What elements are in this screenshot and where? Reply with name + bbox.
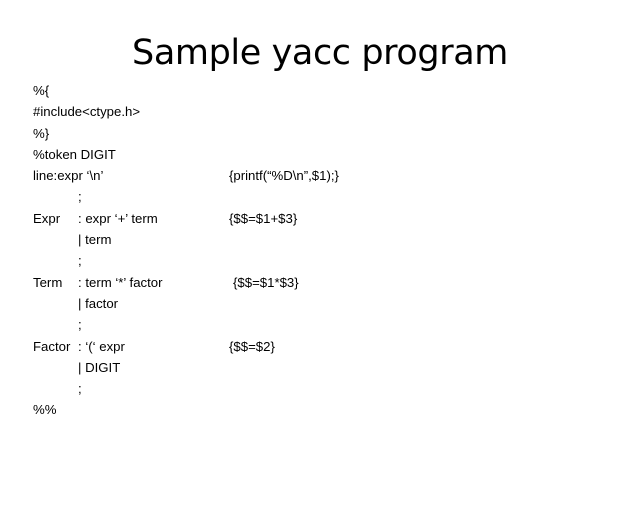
code-line: %} [33,123,593,144]
code-line-rule: : expr ‘+’ term [78,210,158,226]
code-line-label: Term [33,274,63,290]
code-line-label: %{ [33,83,50,98]
code-line-action: {$$=$2} [229,338,275,354]
code-line: | DIGIT [33,357,593,378]
code-line: line:expr ‘\n’ {printf(“%D\n”,$1);} [33,165,593,186]
code-line-rule: : term ‘*’ factor [78,274,163,290]
code-line-action: {printf(“%D\n”,$1);} [229,168,339,184]
code-line: ; [33,314,593,335]
code-line-rule: ; [78,381,82,397]
code-line-action: {$$=$1+$3} [229,210,298,226]
code-line-label: %token DIGIT [33,146,116,162]
code-line: %token DIGIT [33,144,593,165]
code-line: %% [33,399,593,420]
code-line: Term : term ‘*’ factor {$$=$1*$3} [33,272,593,293]
page-title: Sample yacc program [132,33,508,73]
code-line: ; [33,186,593,207]
code-line-label: %} [33,125,50,141]
code-line-label: line:expr ‘\n’ [33,168,104,184]
code-line-label: %% [33,402,57,418]
code-line-rule: | DIGIT [78,359,121,375]
code-block: %{ #include<ctype.h> %} %token DIGIT lin… [33,80,593,421]
code-line-rule: | term [78,232,112,248]
code-line: Factor : ‘(‘ expr {$$=$2} [33,336,593,357]
code-line-rule: : ‘(‘ expr [78,338,125,354]
code-line-rule: ; [78,317,82,333]
code-line-label: Factor [33,338,71,354]
code-line-rule: ; [78,253,82,269]
code-line: %{ [33,80,593,101]
code-line-label: #include<ctype.h> [33,104,141,120]
code-line-rule: | factor [78,295,119,311]
code-line-action: {$$=$1*$3} [233,274,299,290]
code-line: | factor [33,293,593,314]
code-line-rule: ; [78,189,82,205]
code-line: ; [33,378,593,399]
code-line: | term [33,229,593,250]
code-line-label: Expr [33,210,61,226]
code-line: Expr : expr ‘+’ term {$$=$1+$3} [33,208,593,229]
code-line: ; [33,250,593,271]
code-line: #include<ctype.h> [33,101,593,122]
slide-canvas: Sample yacc program %{ #include<ctype.h>… [33,33,593,421]
